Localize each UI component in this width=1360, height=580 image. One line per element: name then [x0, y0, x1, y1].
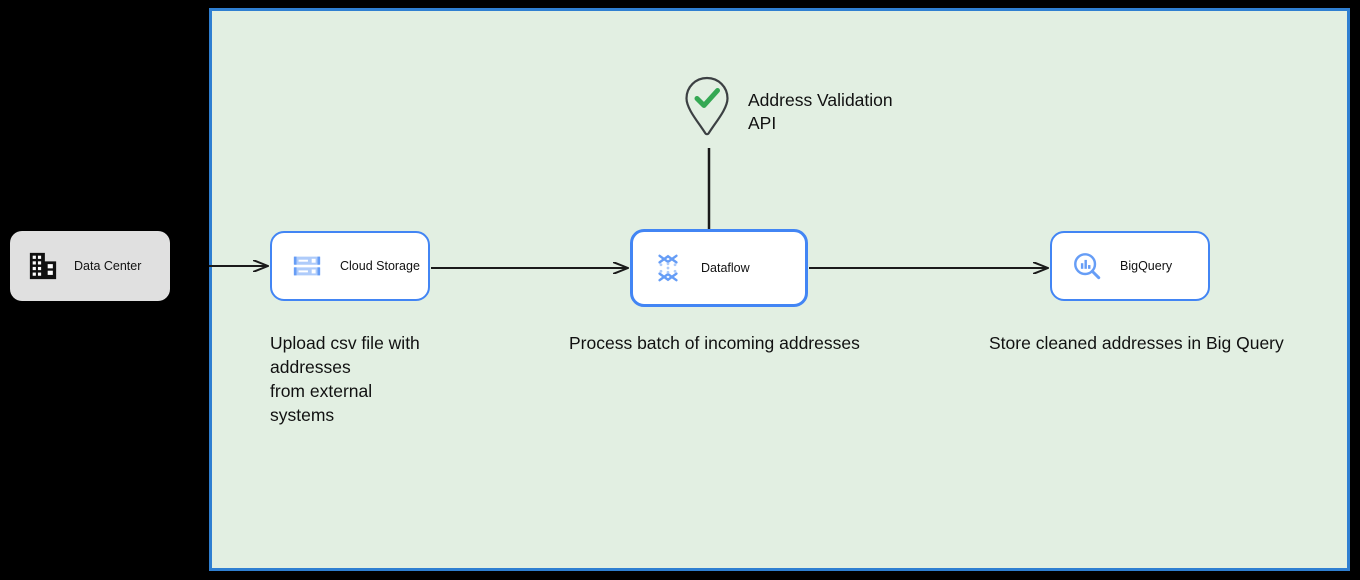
dataflow-icon [658, 254, 678, 282]
data-center-label: Data Center [74, 259, 142, 273]
bigquery-icon [1074, 253, 1101, 280]
node-cloud-storage[interactable]: Cloud Storage [270, 231, 430, 301]
cloud-storage-label: Cloud Storage [340, 259, 420, 273]
node-dataflow[interactable]: Dataflow [630, 229, 808, 307]
caption-upload: Upload csv file with addresses from exte… [270, 333, 420, 425]
caption-process: Process batch of incoming addresses [569, 333, 860, 353]
caption-store: Store cleaned addresses in Big Query [989, 333, 1284, 353]
bigquery-label: BigQuery [1120, 259, 1173, 273]
map-pin-check-icon [685, 76, 729, 136]
address-validation-api-label: Address Validation API [748, 90, 893, 133]
cloud-storage-icon [293, 256, 321, 276]
dataflow-label: Dataflow [701, 261, 750, 275]
node-data-center[interactable]: Data Center [10, 231, 170, 301]
building-icon [29, 252, 57, 280]
node-bigquery[interactable]: BigQuery [1050, 231, 1210, 301]
node-address-validation-api[interactable]: Address Validation API [684, 76, 893, 136]
